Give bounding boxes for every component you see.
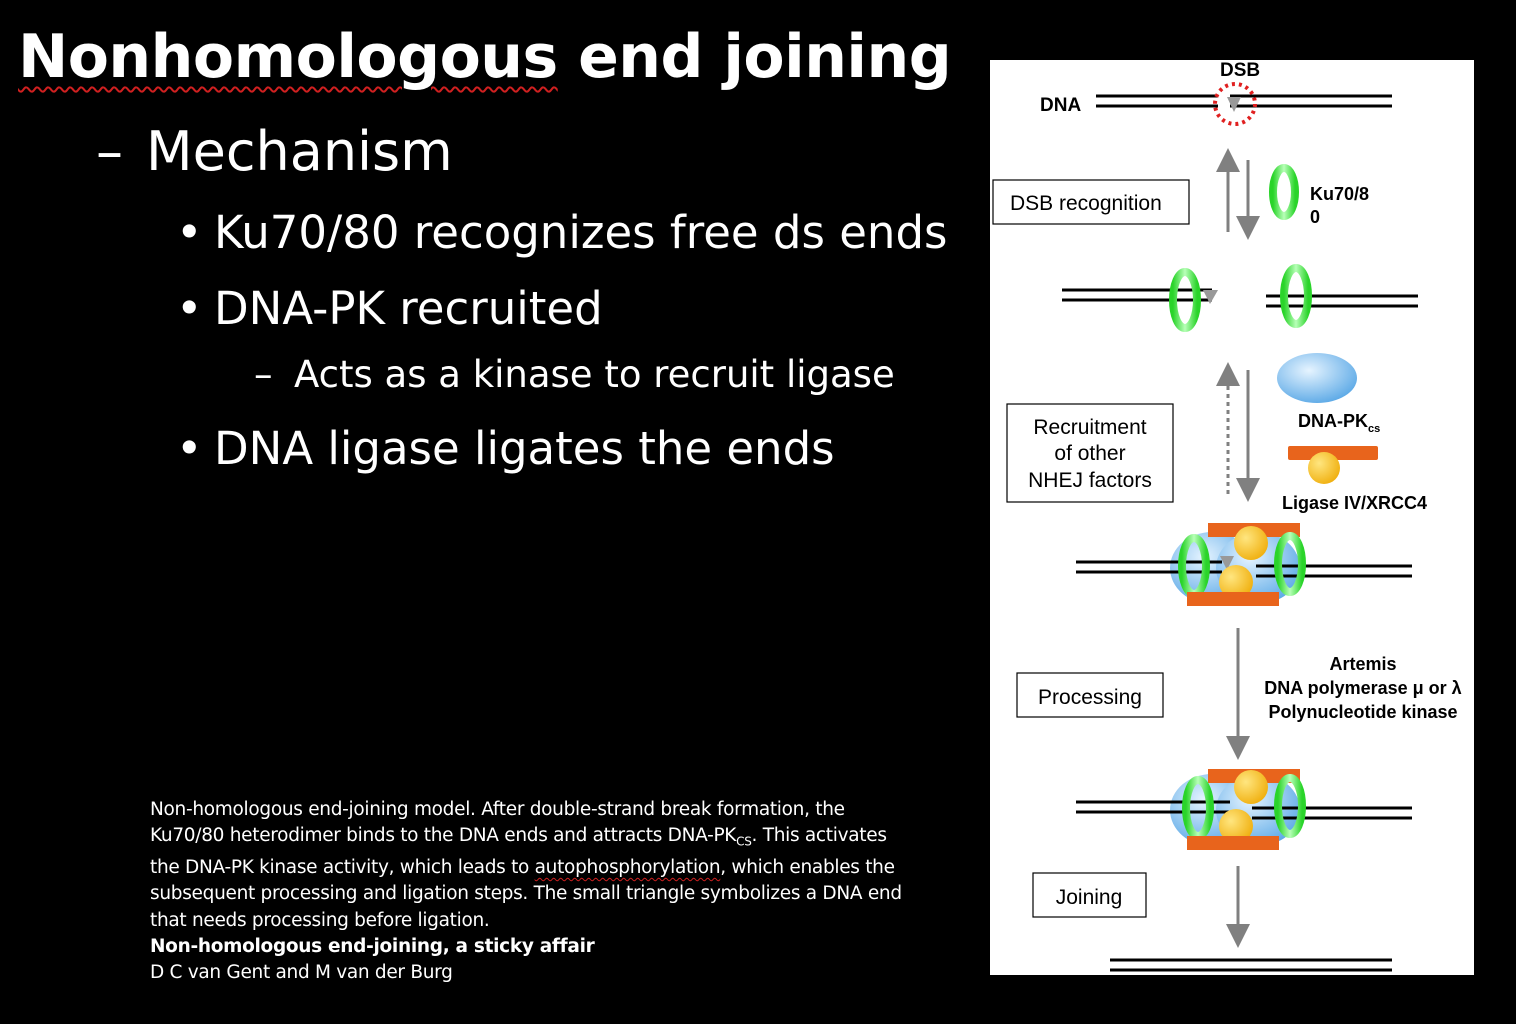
caption-line: Ku70/80 heterodimer binds to the DNA end… (150, 823, 910, 855)
caption-line: the DNA-PK kinase activity, which leads … (150, 855, 910, 881)
step-joining-label: Joining (1056, 886, 1123, 909)
dnapk-label: DNA-PKcs (1298, 411, 1380, 435)
step-joining-box (1032, 872, 1147, 918)
dsb-break-circle (1213, 82, 1257, 126)
dna-strand-top (1096, 94, 1392, 108)
bullet-glyph: • (176, 206, 203, 259)
nhej-diagram-svg: DSB DNA DSB recognition Ku70/8 0 Recruit… (992, 60, 1462, 972)
pnk-label: Polynucleotide kinase (1268, 702, 1457, 722)
caption-line: subsequent processing and ligation steps… (150, 883, 902, 905)
artemis-label: Artemis (1329, 654, 1396, 674)
title-part-2: end joining (557, 22, 952, 92)
step-processing-box (1016, 672, 1164, 718)
slide-title: Nonhomologous end joining (18, 22, 952, 92)
ku70-80-ring-icon (1269, 164, 1299, 220)
step-dsb-recognition-label: DSB recognition (1010, 192, 1162, 215)
nhej-complex-2 (1076, 769, 1412, 850)
bullet-dnapk-text: DNA-PK recruited (214, 282, 603, 335)
step-processing-label: Processing (1038, 686, 1142, 709)
mechanism-text: Mechanism (146, 120, 453, 183)
figure-caption: Non-homologous end-joining model. After … (150, 797, 910, 986)
step-recruitment-box (1006, 403, 1174, 503)
bullet-ligase-text: DNA ligase ligates the ends (214, 422, 835, 475)
step-recruitment-line1: Recruitment (1033, 416, 1146, 439)
step-recruitment-line3: NHEJ factors (1028, 469, 1152, 492)
joined-dna (1110, 958, 1392, 972)
bullet-ku-text: Ku70/80 recognizes free ds ends (214, 206, 948, 259)
dash-glyph: – (96, 120, 123, 183)
source-authors: D C van Gent and M van der Burg (150, 961, 453, 983)
sub-bullet-kinase-text: Acts as a kinase to recruit ligase (294, 353, 895, 396)
caption-underlined-word: autophosphorylation (534, 857, 721, 879)
step-recruitment-line2: of other (1054, 442, 1125, 465)
caption-text: . This activates (751, 825, 887, 847)
dna-ends-with-ku (1062, 264, 1418, 332)
ligase-label: Ligase IV/XRCC4 (1282, 493, 1427, 513)
polymerase-label: DNA polymerase μ or λ (1264, 678, 1461, 698)
dna-end-triangle (1227, 97, 1241, 112)
title-part-1: Nonhomologous (18, 22, 558, 92)
dsb-label: DSB (1220, 60, 1260, 81)
dash-glyph: – (254, 353, 273, 396)
ligase-sphere-icon (1308, 452, 1340, 484)
ku-label-line1: Ku70/8 (1310, 184, 1369, 204)
nhej-complex-1 (1076, 523, 1412, 606)
bullet-glyph: • (176, 422, 203, 475)
ku-label-line2: 0 (1310, 207, 1320, 227)
bullet-ligase: •DNA ligase ligates the ends (176, 422, 835, 475)
source-title: Non-homologous end-joining, a sticky aff… (150, 935, 595, 957)
caption-text: Ku70/80 heterodimer binds to the DNA end… (150, 825, 737, 847)
caption-line: Non-homologous end-joining model. After … (150, 799, 845, 820)
bullet-ku: •Ku70/80 recognizes free ds ends (176, 206, 947, 259)
dna-pkcs-icon (1277, 353, 1357, 403)
ligase-iv-xrcc4-icon (1288, 446, 1378, 460)
bullet-glyph: • (176, 282, 203, 335)
step-dsb-recognition-box (992, 179, 1190, 225)
caption-text: , which enables the (720, 857, 895, 879)
mechanism-heading: –Mechanism (96, 120, 453, 183)
bullet-dnapk: •DNA-PK recruited (176, 282, 603, 335)
sub-bullet-kinase: –Acts as a kinase to recruit ligase (254, 353, 895, 396)
caption-line: that needs processing before ligation. (150, 909, 490, 931)
caption-subscript: CS (736, 834, 752, 849)
nhej-diagram: DSB DNA DSB recognition Ku70/8 0 Recruit… (990, 60, 1474, 975)
caption-text: the DNA-PK kinase activity, which leads … (150, 857, 535, 879)
dna-label: DNA (1040, 95, 1081, 116)
